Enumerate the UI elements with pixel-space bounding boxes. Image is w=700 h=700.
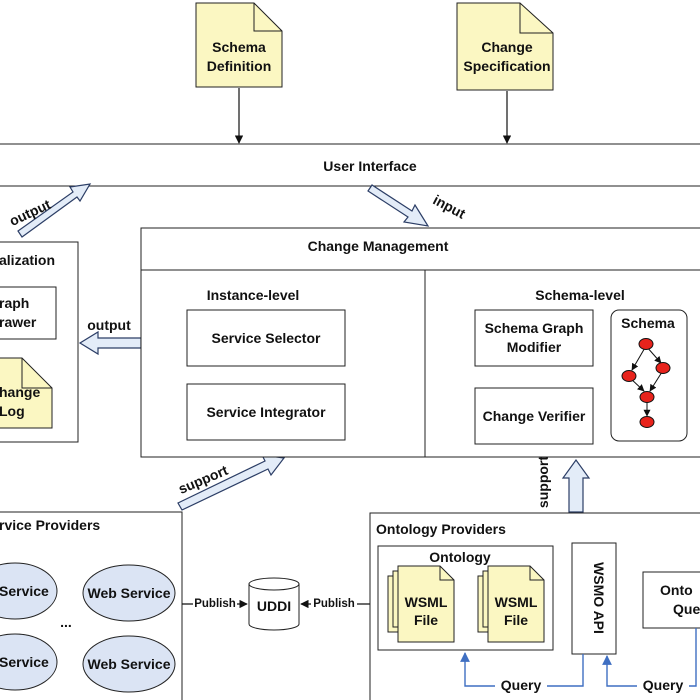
ontology-query-line2: Que bbox=[673, 601, 700, 617]
support-right-arrow bbox=[561, 458, 591, 513]
uddi-label: UDDI bbox=[257, 598, 291, 614]
wsml-file-stack: WSML File bbox=[387, 565, 455, 643]
more-services-ellipsis: ... bbox=[60, 614, 72, 630]
web-service-label: Service bbox=[0, 583, 49, 599]
ontology-title: Ontology bbox=[429, 549, 491, 565]
wsmo-api-box bbox=[571, 542, 617, 655]
service-providers-title: rvice Providers bbox=[0, 517, 100, 533]
schema-graph-modifier-line2: Modifier bbox=[507, 339, 562, 355]
change-specification-doc: Change Specification bbox=[456, 2, 554, 91]
service-selector-label: Service Selector bbox=[212, 330, 322, 346]
ontology-query-line1: Onto bbox=[660, 582, 693, 598]
graph-drawer-box bbox=[0, 286, 57, 340]
wsml-file-line2: File bbox=[414, 612, 438, 628]
change-verifier-box bbox=[474, 387, 594, 445]
web-service-ellipse bbox=[0, 633, 58, 691]
service-integrator-box bbox=[186, 383, 346, 441]
ontology-providers-title: Ontology Providers bbox=[376, 521, 506, 537]
web-service-label: Web Service bbox=[87, 656, 170, 672]
user-interface-bar bbox=[0, 143, 700, 187]
wsmo-api-label: WSMO API bbox=[591, 562, 607, 634]
ontology-query-box bbox=[642, 571, 700, 629]
instance-level-title: Instance-level bbox=[207, 287, 300, 303]
wsml-file-line1: WSML bbox=[405, 594, 448, 610]
change-log-line1: hange bbox=[0, 384, 40, 400]
visualization-title: alization bbox=[0, 252, 55, 268]
schema-level-title: Schema-level bbox=[535, 287, 625, 303]
wsml-file-line1: WSML bbox=[495, 594, 538, 610]
wsml-file-line2: File bbox=[504, 612, 528, 628]
query-label-2: Query bbox=[643, 677, 684, 693]
schema-definition-line1: Schema bbox=[212, 39, 266, 55]
service-integrator-label: Service Integrator bbox=[206, 404, 326, 420]
user-interface-title: User Interface bbox=[323, 158, 417, 174]
schema-graph-modifier-box bbox=[474, 309, 594, 367]
schema-definition-line2: Definition bbox=[207, 58, 272, 74]
publish-right-label: Publish bbox=[313, 598, 355, 610]
publish-left-label: Publish bbox=[194, 598, 236, 610]
schema-graph-icon bbox=[621, 338, 671, 428]
schema-graph-modifier-line1: Schema Graph bbox=[485, 320, 584, 336]
support-right-label: support bbox=[535, 456, 551, 508]
service-selector-box bbox=[186, 309, 346, 367]
input-top-label: input bbox=[430, 191, 468, 221]
change-verifier-label: Change Verifier bbox=[483, 408, 586, 424]
uddi-database: UDDI bbox=[248, 577, 300, 631]
web-service-ellipse bbox=[82, 635, 176, 693]
web-service-ellipse bbox=[82, 564, 176, 622]
web-service-label: Service bbox=[0, 654, 49, 670]
schema-definition-doc: Schema Definition bbox=[195, 2, 283, 88]
change-specification-line2: Specification bbox=[463, 58, 550, 74]
change-specification-line1: Change bbox=[481, 39, 533, 55]
query-label-1: Query bbox=[501, 677, 542, 693]
web-service-label: Web Service bbox=[87, 585, 170, 601]
change-log-doc: hange Log bbox=[0, 357, 53, 429]
change-log-line2: Log bbox=[0, 403, 25, 419]
output-mid-label: output bbox=[87, 317, 131, 333]
change-management-title: Change Management bbox=[308, 238, 449, 254]
input-top-arrow bbox=[367, 184, 430, 227]
web-service-ellipse bbox=[0, 562, 58, 620]
schema-graph-title: Schema bbox=[621, 315, 675, 331]
graph-drawer-line1: raph bbox=[0, 295, 29, 311]
wsml-file-stack: WSML File bbox=[477, 565, 545, 643]
schema-graph-box bbox=[610, 309, 688, 442]
graph-drawer-line2: rawer bbox=[0, 314, 37, 330]
output-mid-arrow bbox=[78, 330, 142, 356]
output-top-arrow bbox=[17, 183, 92, 238]
